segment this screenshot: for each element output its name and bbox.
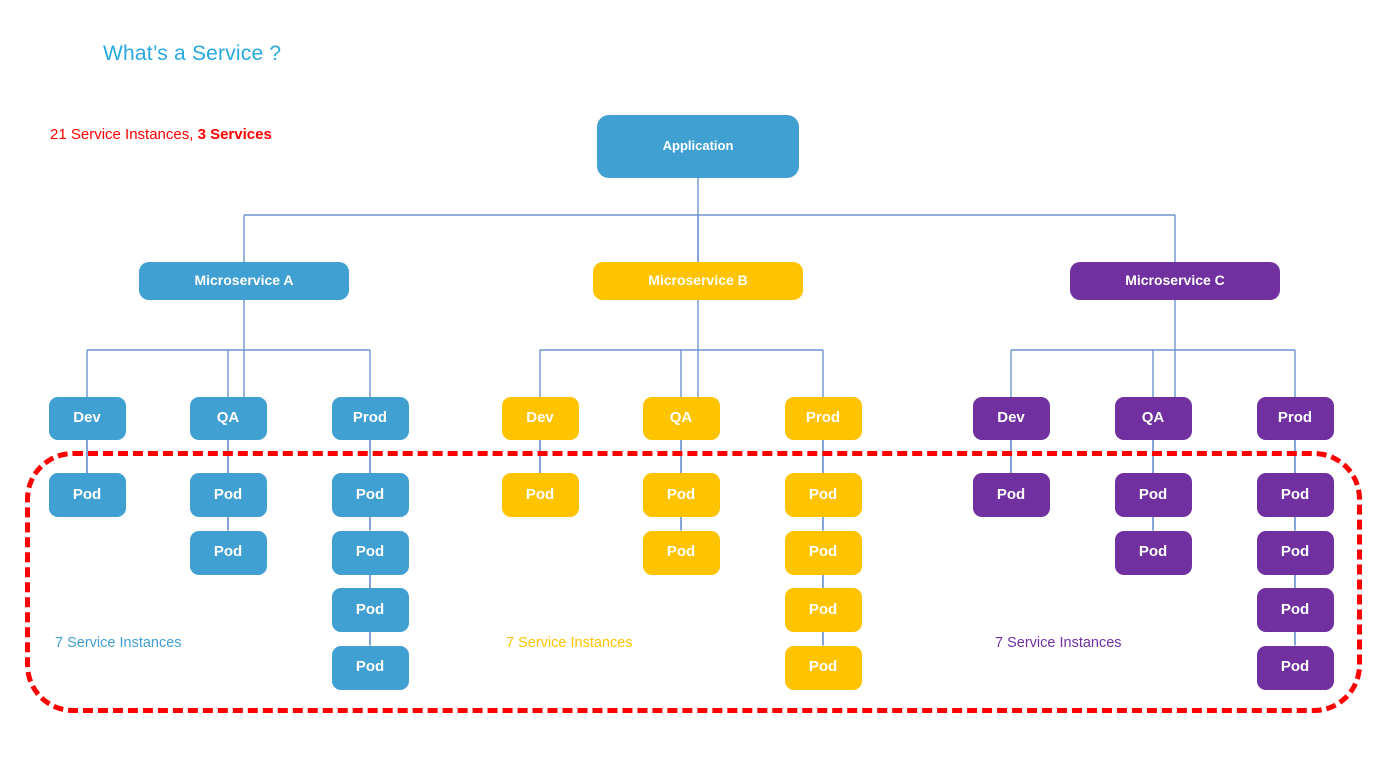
pod-node-3-2-2-label: Pod — [1138, 543, 1168, 561]
environment-node-2-prod[interactable]: Prod — [784, 397, 862, 440]
instances-note-2: 7 Service Instances — [506, 635, 633, 651]
pod-node-2-1-1[interactable]: Pod — [501, 473, 579, 517]
pod-node-3-2-1-label: Pod — [1138, 485, 1168, 503]
application-node-label: Application — [662, 138, 734, 154]
pod-node-3-2-2[interactable]: Pod — [1114, 530, 1192, 575]
pod-node-2-1-1-label: Pod — [525, 485, 555, 503]
instances-note-1: 7 Service Instances — [55, 635, 182, 651]
environment-node-1-prod-label: Prod — [352, 409, 388, 427]
pod-node-2-3-4-label: Pod — [808, 658, 838, 676]
environment-node-1-prod[interactable]: Prod — [331, 397, 409, 440]
pod-node-3-1-1[interactable]: Pod — [972, 473, 1050, 517]
pod-node-3-3-4-label: Pod — [1280, 658, 1310, 676]
environment-node-1-qa[interactable]: QA — [189, 397, 267, 440]
pod-node-1-1-1-label: Pod — [72, 485, 102, 503]
microservice-node-2-label: Microservice B — [648, 272, 748, 289]
page-title: What’s a Service ? — [103, 42, 282, 65]
environment-node-3-qa[interactable]: QA — [1114, 397, 1192, 440]
microservice-node-1-label: Microservice A — [194, 272, 294, 289]
instances-note-3: 7 Service Instances — [995, 635, 1122, 651]
pod-node-2-3-1[interactable]: Pod — [784, 473, 862, 517]
summary-instances-count: 21 Service Instances, — [50, 126, 198, 143]
environment-node-2-prod-label: Prod — [805, 409, 841, 427]
environment-node-1-dev-label: Dev — [73, 409, 101, 427]
pod-node-3-3-2[interactable]: Pod — [1256, 530, 1334, 575]
microservice-node-1[interactable]: Microservice A — [139, 262, 349, 300]
environment-node-1-dev[interactable]: Dev — [48, 397, 126, 440]
environment-node-2-qa-label: QA — [669, 409, 693, 427]
pod-node-2-3-4[interactable]: Pod — [784, 645, 862, 690]
pod-node-3-3-3[interactable]: Pod — [1256, 588, 1334, 632]
environment-node-3-qa-label: QA — [1141, 409, 1165, 427]
summary-label: 21 Service Instances, 3 Services — [50, 126, 272, 143]
pod-node-1-3-4[interactable]: Pod — [331, 645, 409, 690]
pod-node-1-2-2-label: Pod — [213, 543, 243, 561]
microservice-node-3[interactable]: Microservice C — [1070, 262, 1280, 300]
environment-node-3-dev-label: Dev — [997, 409, 1025, 427]
pod-node-2-2-1-label: Pod — [666, 485, 696, 503]
pod-node-1-3-1[interactable]: Pod — [331, 473, 409, 517]
pod-node-1-3-4-label: Pod — [355, 658, 385, 676]
environment-node-2-dev[interactable]: Dev — [501, 397, 579, 440]
pod-node-1-2-2[interactable]: Pod — [189, 530, 267, 575]
microservice-node-3-label: Microservice C — [1125, 272, 1225, 289]
environment-node-3-prod[interactable]: Prod — [1256, 397, 1334, 440]
pod-node-3-3-2-label: Pod — [1280, 543, 1310, 561]
pod-node-1-2-1[interactable]: Pod — [189, 473, 267, 517]
environment-node-3-prod-label: Prod — [1277, 409, 1313, 427]
pod-node-1-3-2[interactable]: Pod — [331, 530, 409, 575]
pod-node-1-3-3[interactable]: Pod — [331, 588, 409, 632]
microservice-node-2[interactable]: Microservice B — [593, 262, 803, 300]
pod-node-3-2-1[interactable]: Pod — [1114, 473, 1192, 517]
pod-node-1-1-1[interactable]: Pod — [48, 473, 126, 517]
pod-node-2-3-3-label: Pod — [808, 600, 838, 618]
environment-node-1-qa-label: QA — [216, 409, 240, 427]
pod-node-3-3-4[interactable]: Pod — [1256, 645, 1334, 690]
pod-node-3-1-1-label: Pod — [996, 485, 1026, 503]
pod-node-2-2-2-label: Pod — [666, 543, 696, 561]
pod-node-2-2-1[interactable]: Pod — [642, 473, 720, 517]
pod-node-1-3-1-label: Pod — [355, 485, 385, 503]
application-node[interactable]: Application — [597, 115, 799, 178]
pod-node-3-3-3-label: Pod — [1280, 600, 1310, 618]
pod-node-3-3-1[interactable]: Pod — [1256, 473, 1334, 517]
environment-node-2-qa[interactable]: QA — [642, 397, 720, 440]
pod-node-1-3-2-label: Pod — [355, 543, 385, 561]
environment-node-2-dev-label: Dev — [526, 409, 554, 427]
pod-node-2-3-1-label: Pod — [808, 485, 838, 503]
pod-node-2-3-2-label: Pod — [808, 543, 838, 561]
pod-node-1-3-3-label: Pod — [355, 600, 385, 618]
environment-node-3-dev[interactable]: Dev — [972, 397, 1050, 440]
pod-node-2-2-2[interactable]: Pod — [642, 530, 720, 575]
summary-services-count: 3 Services — [197, 126, 272, 143]
pod-node-1-2-1-label: Pod — [213, 485, 243, 503]
pod-node-2-3-2[interactable]: Pod — [784, 530, 862, 575]
pod-node-2-3-3[interactable]: Pod — [784, 588, 862, 632]
pod-node-3-3-1-label: Pod — [1280, 485, 1310, 503]
